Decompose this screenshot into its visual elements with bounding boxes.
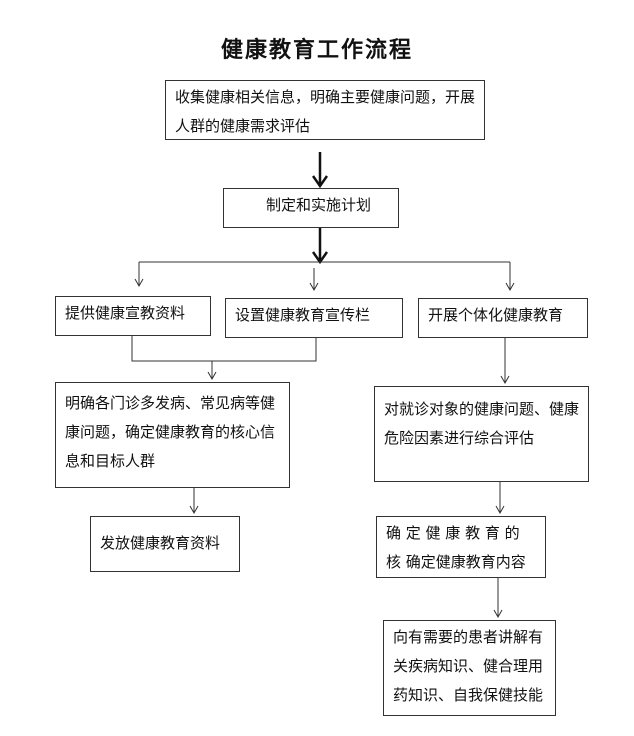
node-assess: 对就诊对象的健康问题、健康危险因素进行综合评估 [374,386,589,482]
node-educate: 向有需要的患者讲解有关疾病知识、健合理用药知识、自我保健技能 [383,620,556,716]
node-distribute: 发放健康教育资料 [90,516,240,572]
node-content: 确 定 健 康 教 育 的 核 确定健康教育内容 [376,516,546,578]
node-educate-text: 向有需要的患者讲解有关疾病知识、健合理用药知识、自我保健技能 [393,628,544,704]
node-clarify-text: 明确各门诊多发病、常见病等健康问题，确定健康教育的核心信息和目标人群 [65,394,276,470]
node-plan: 制定和实施计划 [223,188,399,228]
node-clarify: 明确各门诊多发病、常见病等健康问题，确定健康教育的核心信息和目标人群 [55,382,290,488]
merge-bar [131,336,317,362]
node-collect-info: 收集健康相关信息，明确主要健康问题，开展人群的健康需求评估 [165,80,485,140]
node-distribute-text: 发放健康教育资料 [100,534,221,552]
node-materials: 提供健康宣教资料 [55,296,211,336]
node-assess-text: 对就诊对象的健康问题、健康危险因素进行综合评估 [384,400,580,447]
node-content-text: 确 定 健 康 教 育 的 核 确定健康教育内容 [386,524,526,571]
node-board-text: 设置健康教育宣传栏 [235,306,371,324]
node-collect-info-text: 收集健康相关信息，明确主要健康问题，开展人群的健康需求评估 [175,88,476,135]
node-board: 设置健康教育宣传栏 [225,298,403,338]
node-materials-text: 提供健康宣教资料 [65,304,186,322]
node-individual-text: 开展个体化健康教育 [428,306,564,324]
node-individual: 开展个体化健康教育 [418,298,588,338]
page-title: 健康教育工作流程 [220,38,413,63]
node-plan-text: 制定和实施计划 [266,196,372,214]
